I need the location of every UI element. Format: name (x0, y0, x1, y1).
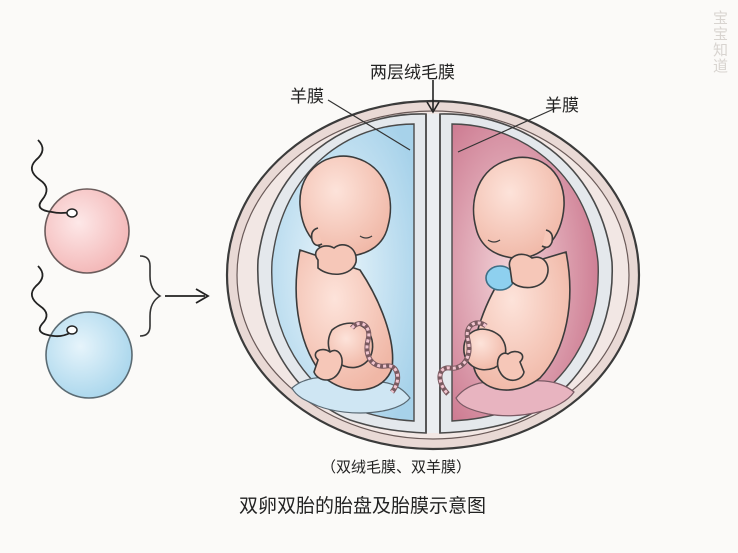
sperm-bottom (30, 265, 78, 338)
arrow-down-icon (426, 80, 440, 114)
leader-amnion-left (327, 99, 411, 151)
label-two-chorion-layers: 两层绒毛膜 (370, 63, 455, 83)
brace (139, 255, 162, 337)
diagram-title: 双卵双胎的胎盘及胎膜示意图 (239, 495, 487, 517)
chorion-divider (425, 114, 441, 433)
label-amnion-right: 羊膜 (545, 96, 579, 116)
right-fetus (437, 156, 571, 396)
leader-amnion-right (457, 107, 557, 153)
diagram-subtitle: （双绒毛膜、双羊膜） (321, 458, 472, 476)
arrow-right-icon (165, 288, 210, 304)
sperm-top (30, 139, 78, 218)
watermark-logo: 宝宝知道 (711, 10, 729, 74)
egg-pink (44, 188, 130, 274)
left-fetus (295, 155, 401, 394)
egg-blue (45, 311, 133, 399)
label-amnion-left: 羊膜 (290, 87, 324, 107)
